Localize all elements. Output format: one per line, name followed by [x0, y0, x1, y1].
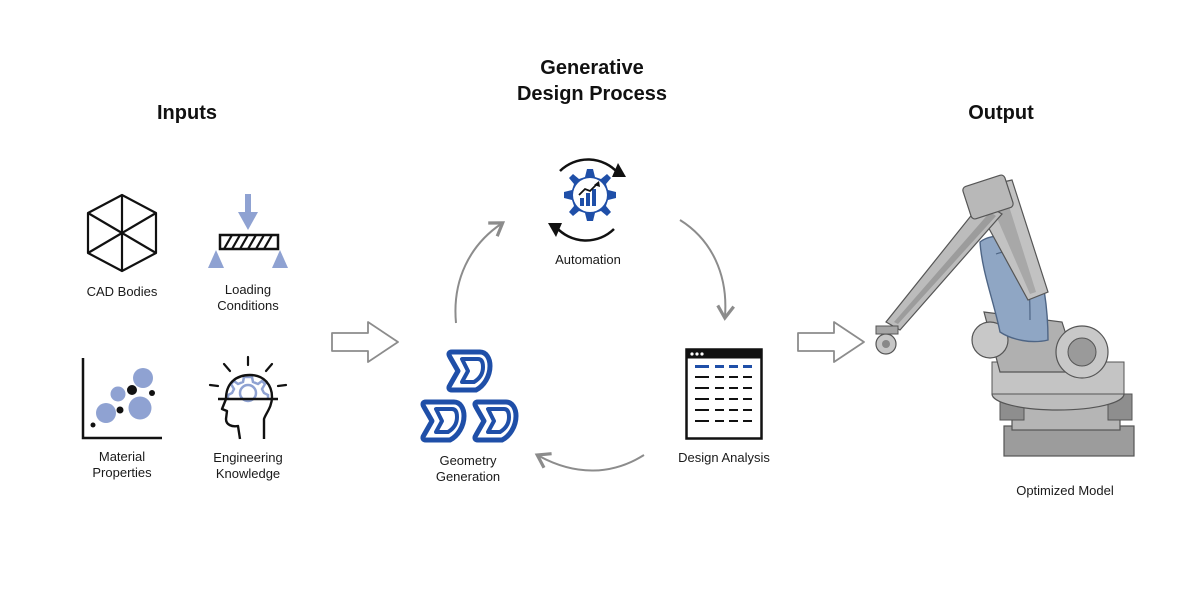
output-flow-arrow-icon	[796, 320, 866, 364]
design-analysis-label: Design Analysis	[678, 450, 770, 465]
engineering-knowledge-line2: Knowledge	[215, 466, 281, 481]
material-properties-label: Material Properties	[72, 449, 172, 481]
load-beam-icon	[206, 192, 290, 272]
loading-conditions-label: Loading Conditions	[198, 282, 298, 314]
geometry-generation-line2: Generation	[435, 469, 501, 484]
material-properties-line1: Material	[98, 449, 146, 464]
scatter-plot-icon	[80, 356, 164, 442]
geometry-generation-label: Geometry Generation	[418, 453, 518, 485]
automation-gear-icon	[540, 153, 634, 247]
cad-bodies-label: CAD Bodies	[86, 284, 158, 299]
process-heading-line2: Design Process	[516, 83, 668, 105]
loading-conditions-line2: Conditions	[217, 298, 279, 313]
robot-arm-image	[872, 172, 1142, 462]
engineering-knowledge-label: Engineering Knowledge	[198, 450, 298, 482]
engineering-knowledge-line1: Engineering	[213, 450, 283, 465]
cycle-arrow-analysis-to-geometry	[534, 452, 645, 472]
head-gear-icon	[204, 355, 292, 441]
geometry-generation-line1: Geometry	[439, 453, 497, 468]
process-heading: Generative Design Process	[492, 55, 692, 107]
process-heading-line1: Generative	[540, 57, 644, 79]
spreadsheet-icon	[685, 348, 763, 440]
material-properties-line2: Properties	[92, 465, 152, 480]
optimized-model-label: Optimized Model	[1016, 483, 1114, 498]
input-flow-arrow-icon	[330, 320, 400, 364]
output-heading: Output	[968, 102, 1034, 124]
cycle-arrow-geometry-to-automation	[454, 221, 506, 324]
geometry-shapes-icon	[418, 348, 522, 444]
automation-label: Automation	[555, 252, 621, 267]
cycle-arrow-automation-to-analysis	[679, 219, 735, 321]
cube-icon	[84, 192, 160, 274]
loading-conditions-line1: Loading	[224, 282, 272, 297]
inputs-heading: Inputs	[157, 102, 217, 124]
